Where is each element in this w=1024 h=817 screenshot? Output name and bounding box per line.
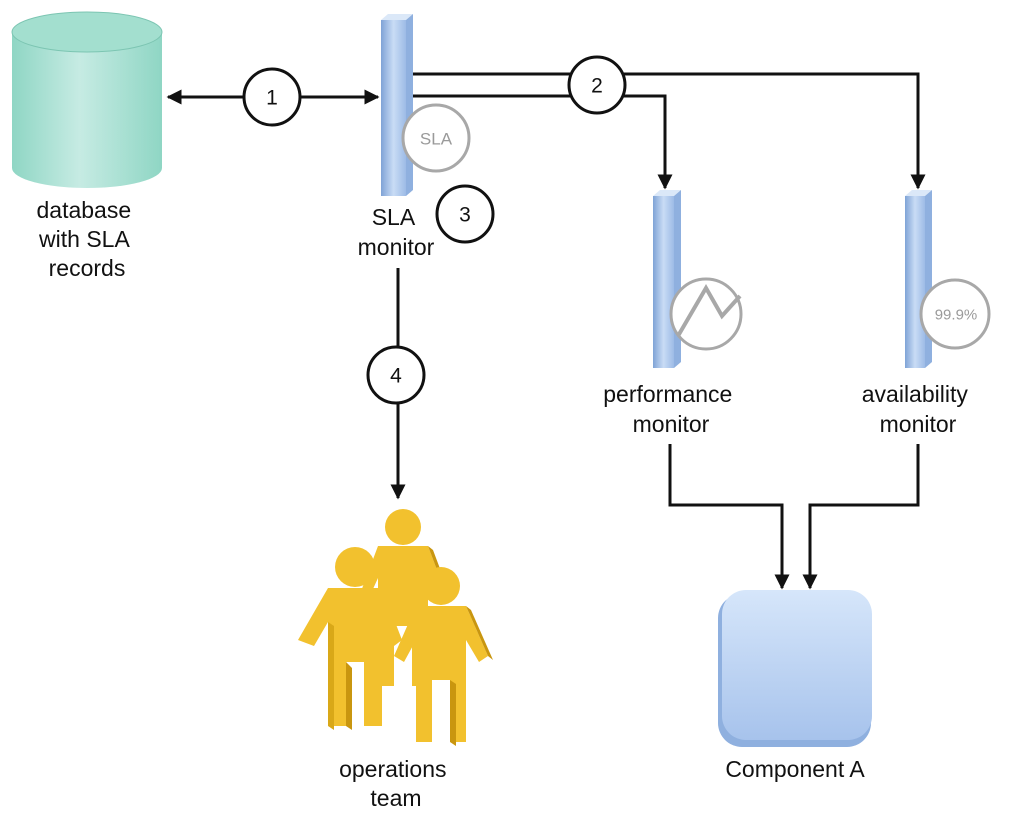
step-4-number: 4 bbox=[390, 365, 402, 388]
person-right-icon bbox=[394, 567, 493, 746]
step-markers: 1 2 3 4 bbox=[242, 55, 627, 405]
component-box-icon bbox=[718, 590, 872, 747]
person-left-icon bbox=[298, 547, 402, 730]
availability-gauge-icon: 99.9% bbox=[919, 278, 991, 350]
step-4-marker: 4 bbox=[366, 345, 426, 405]
availability-monitor-label-line2: monitor bbox=[880, 411, 957, 437]
availability-monitor-label: availability monitor bbox=[862, 381, 975, 437]
performance-monitor-node: performance monitor bbox=[603, 190, 743, 437]
database-cylinder-icon bbox=[11, 11, 163, 188]
step-2-marker: 2 bbox=[567, 55, 627, 115]
database-label-line3: records bbox=[49, 255, 126, 281]
availability-monitor-label-line1: availability bbox=[862, 381, 969, 407]
step-3-number: 3 bbox=[459, 204, 471, 227]
step-1-number: 1 bbox=[266, 87, 278, 110]
database-label: database with SLA records bbox=[36, 197, 137, 281]
edge-availability-component bbox=[802, 444, 920, 590]
sla-monitor-label-line2: monitor bbox=[358, 234, 435, 260]
operations-team-node: operations team bbox=[298, 509, 493, 811]
availability-gauge-text: 99.9% bbox=[935, 307, 978, 324]
availability-monitor-panel-icon bbox=[905, 190, 932, 368]
step-2-number: 2 bbox=[591, 75, 603, 98]
sla-monitor-label-line1: SLA bbox=[372, 204, 416, 230]
performance-chart-icon bbox=[669, 277, 743, 351]
sla-gauge-text: SLA bbox=[420, 130, 453, 149]
people-group-icon bbox=[298, 509, 493, 746]
edge-performance-component bbox=[668, 444, 790, 590]
edge-sla-performance bbox=[413, 94, 673, 190]
sla-gauge-icon: SLA bbox=[401, 103, 471, 173]
step-1-marker: 1 bbox=[242, 67, 302, 127]
sla-monitor-label: SLA monitor bbox=[358, 204, 435, 260]
database-label-line2: with SLA bbox=[38, 226, 130, 252]
sla-monitor-node: SLA SLA monitor bbox=[358, 14, 471, 260]
operations-team-label: operations team bbox=[339, 756, 453, 811]
component-a-label: Component A bbox=[725, 756, 865, 782]
component-a-node: Component A bbox=[718, 590, 872, 782]
performance-monitor-panel-icon bbox=[653, 190, 681, 368]
availability-monitor-node: 99.9% availability monitor bbox=[862, 190, 991, 437]
performance-monitor-label-line1: performance bbox=[603, 381, 732, 407]
database-node: database with SLA records bbox=[11, 11, 163, 281]
step-3-marker: 3 bbox=[435, 184, 495, 244]
performance-monitor-label: performance monitor bbox=[603, 381, 739, 437]
connectors bbox=[166, 72, 926, 590]
performance-monitor-label-line2: monitor bbox=[633, 411, 710, 437]
database-label-line1: database bbox=[36, 197, 131, 223]
operations-team-label-line2: team bbox=[370, 785, 421, 811]
sla-monitor-panel-icon bbox=[381, 14, 413, 196]
operations-team-label-line1: operations bbox=[339, 756, 446, 782]
